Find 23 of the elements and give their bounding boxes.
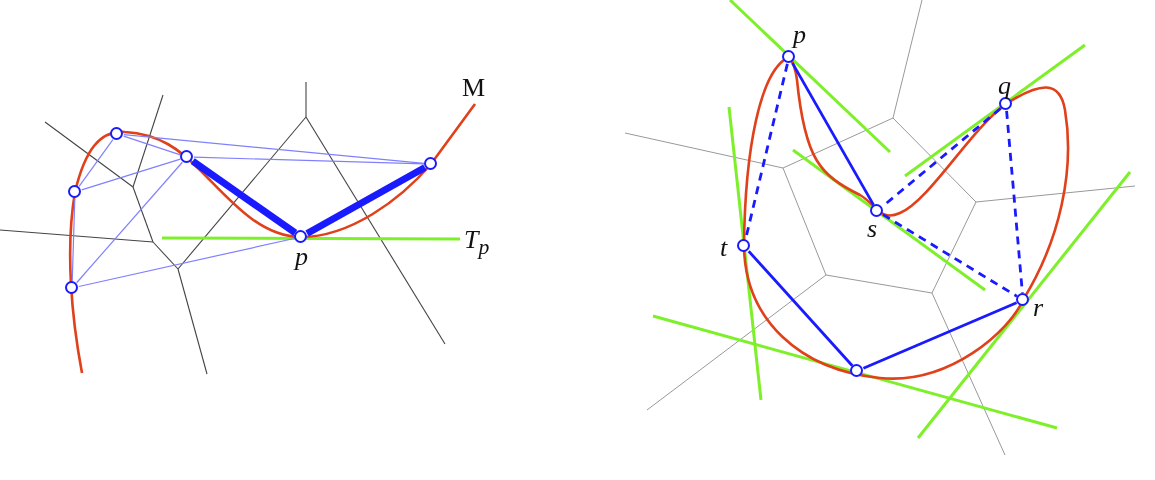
- connector-line: [81, 158, 181, 191]
- curve-label: M: [462, 74, 486, 102]
- connector-line: [305, 164, 427, 237]
- point-label: q: [998, 74, 1011, 98]
- connector-line: [747, 250, 854, 367]
- connector-line: [123, 134, 425, 164]
- connector-line: [193, 156, 425, 165]
- point-label: s: [867, 217, 878, 241]
- connector-line: [76, 161, 183, 284]
- point-label: p: [295, 245, 308, 269]
- connector-line: [123, 135, 181, 156]
- connector-line: [791, 62, 875, 206]
- point-label: t: [720, 236, 728, 260]
- tangent-label: T$_{p}$: [464, 226, 490, 262]
- point-label: r: [1033, 296, 1044, 320]
- connector-line: [78, 237, 295, 288]
- connector-line: [71, 198, 76, 282]
- connector-line: [190, 158, 298, 236]
- connector-line: [882, 213, 1018, 298]
- connector-line: [862, 301, 1018, 370]
- point-label: p: [793, 23, 806, 47]
- connector-line: [78, 139, 114, 187]
- connector-line: [1005, 110, 1024, 294]
